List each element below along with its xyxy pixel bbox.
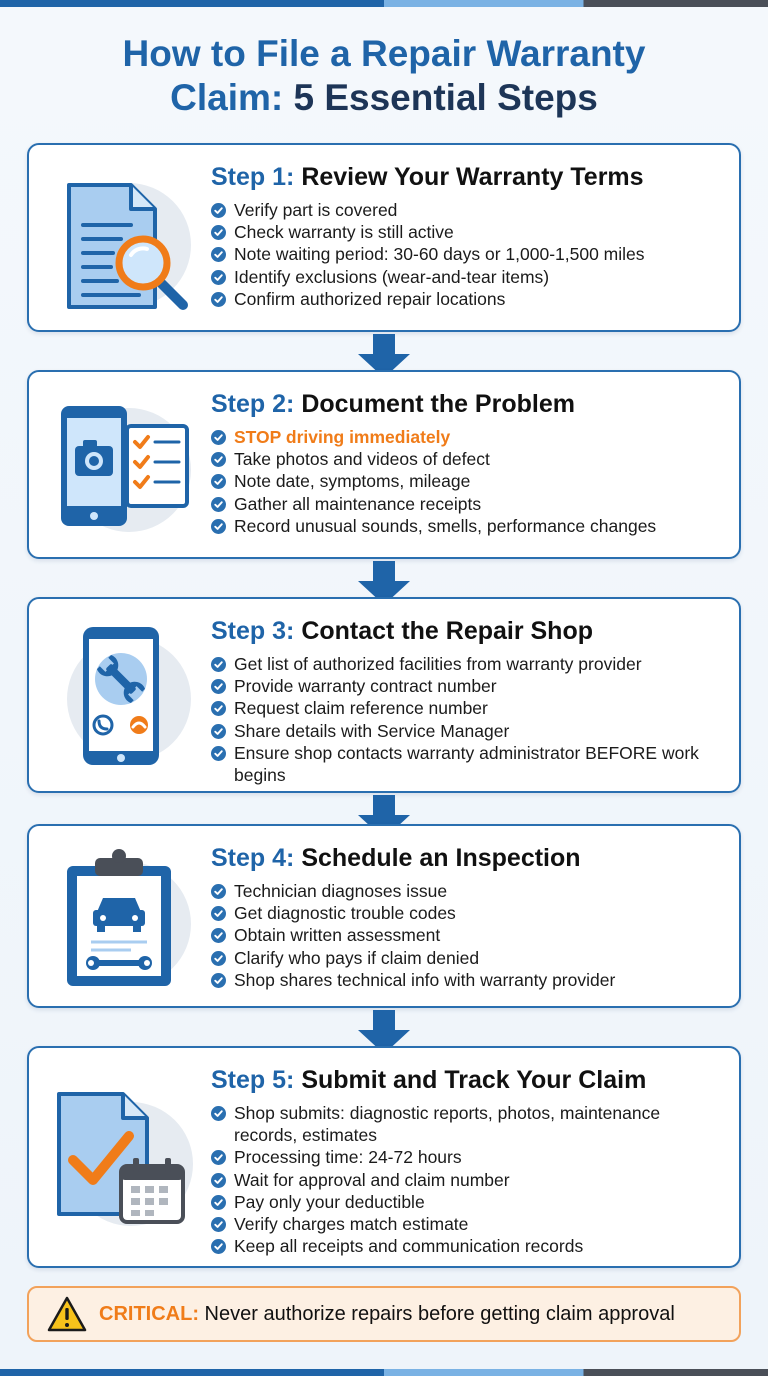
step-4-list: Technician diagnoses issue Get diagnosti…	[211, 880, 723, 991]
list-item: Verify charges match estimate	[211, 1213, 723, 1235]
list-item: Gather all maintenance receipts	[211, 493, 723, 515]
list-item: Clarify who pays if claim denied	[211, 947, 723, 969]
list-item: Take photos and videos of defect	[211, 448, 723, 470]
check-circle-icon	[211, 247, 226, 263]
list-item: Confirm authorized repair locations	[211, 288, 723, 310]
check-circle-icon	[211, 723, 226, 739]
phone-wrench-icon	[51, 621, 201, 771]
list-item: Note waiting period: 30-60 days or 1,000…	[211, 243, 723, 265]
list-item: Obtain written assessment	[211, 924, 723, 946]
check-circle-icon	[211, 1172, 226, 1188]
title-line-1: How to File a Repair Warranty	[122, 33, 646, 74]
list-item: Pay only your deductible	[211, 1191, 723, 1213]
check-circle-icon	[211, 679, 226, 695]
list-item: Get list of authorized facilities from w…	[211, 653, 723, 675]
step-2-list: STOP driving immediately Take photos and…	[211, 426, 723, 537]
check-circle-icon	[211, 1239, 226, 1255]
list-item: Wait for approval and claim number	[211, 1169, 723, 1191]
step-3-card: Step 3: Contact the Repair Shop Get list…	[27, 597, 741, 793]
list-item: Check warranty is still active	[211, 221, 723, 243]
critical-banner: CRITICAL: Never authorize repairs before…	[27, 1286, 741, 1342]
down-arrow-icon	[354, 1008, 414, 1056]
step-4-card: Step 4: Schedule an Inspection Technicia…	[27, 824, 741, 1008]
check-circle-icon	[211, 474, 226, 490]
list-item: Shop shares technical info with warranty…	[211, 969, 723, 991]
list-item: Provide warranty contract number	[211, 675, 723, 697]
list-item: Note date, symptoms, mileage	[211, 470, 723, 492]
check-circle-icon	[211, 291, 226, 307]
phone-camera-checklist-icon	[51, 394, 201, 544]
list-item: Technician diagnoses issue	[211, 880, 723, 902]
check-circle-icon	[211, 950, 226, 966]
title-line-2: Claim: 5 Essential Steps	[170, 77, 598, 118]
step-3-title: Step 3: Contact the Repair Shop	[211, 617, 593, 645]
list-item: Share details with Service Manager	[211, 720, 723, 742]
warning-triangle-icon	[47, 1296, 87, 1332]
document-magnifier-icon	[51, 167, 201, 317]
list-item: Verify part is covered	[211, 199, 723, 221]
step-2-card: Step 2: Document the Problem STOP drivin…	[27, 370, 741, 559]
check-circle-icon	[211, 972, 226, 988]
list-item: Get diagnostic trouble codes	[211, 902, 723, 924]
check-circle-icon	[211, 884, 226, 899]
list-item: Processing time: 24-72 hours	[211, 1146, 723, 1168]
list-item: Shop submits: diagnostic reports, photos…	[211, 1102, 723, 1146]
check-circle-icon	[211, 452, 226, 468]
check-circle-icon	[211, 225, 226, 241]
check-circle-icon	[211, 1150, 226, 1166]
list-item: Keep all receipts and communication reco…	[211, 1235, 723, 1257]
clipboard-car-icon	[51, 846, 201, 996]
step-5-list: Shop submits: diagnostic reports, photos…	[211, 1102, 723, 1257]
check-circle-icon	[211, 928, 226, 944]
check-circle-icon	[211, 1217, 226, 1233]
check-circle-icon	[211, 269, 226, 285]
document-check-calendar-icon	[51, 1084, 201, 1234]
warning-item: STOP driving immediately	[211, 426, 723, 448]
step-3-list: Get list of authorized facilities from w…	[211, 653, 723, 786]
check-circle-icon	[211, 203, 226, 218]
step-1-list: Verify part is covered Check warranty is…	[211, 199, 723, 310]
list-item: Record unusual sounds, smells, performan…	[211, 515, 723, 537]
critical-message: CRITICAL: Never authorize repairs before…	[99, 1302, 675, 1325]
check-circle-icon	[211, 657, 226, 672]
check-circle-icon	[211, 745, 226, 761]
check-circle-icon	[211, 496, 226, 512]
step-4-title: Step 4: Schedule an Inspection	[211, 844, 581, 872]
down-arrow-icon	[354, 793, 414, 841]
check-circle-icon	[211, 701, 226, 717]
step-2-title: Step 2: Document the Problem	[211, 390, 575, 418]
check-circle-icon	[211, 430, 226, 445]
down-arrow-icon	[354, 332, 414, 380]
down-arrow-icon	[354, 559, 414, 607]
check-circle-icon	[211, 906, 226, 922]
step-1-card: Step 1: Review Your Warranty Terms Verif…	[27, 143, 741, 332]
bottom-accent-bar	[0, 1369, 768, 1376]
step-5-card: Step 5: Submit and Track Your Claim Shop…	[27, 1046, 741, 1268]
top-accent-bar	[0, 0, 768, 7]
page-title: How to File a Repair Warranty Claim: 5 E…	[0, 32, 768, 120]
check-circle-icon	[211, 518, 226, 534]
step-1-title: Step 1: Review Your Warranty Terms	[211, 163, 644, 191]
list-item: Request claim reference number	[211, 697, 723, 719]
check-circle-icon	[211, 1106, 226, 1121]
check-circle-icon	[211, 1194, 226, 1210]
list-item: Ensure shop contacts warranty administra…	[211, 742, 723, 786]
list-item: Identify exclusions (wear-and-tear items…	[211, 266, 723, 288]
step-5-title: Step 5: Submit and Track Your Claim	[211, 1066, 647, 1094]
